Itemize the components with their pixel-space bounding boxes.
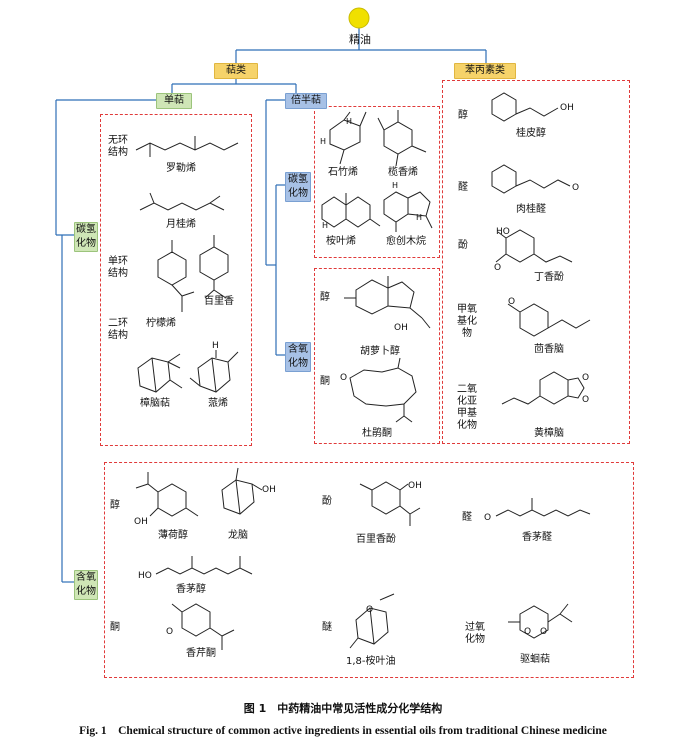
caryophyllene-h-atom-1: H [320,137,327,146]
carotol-label: 胡萝卜醇 [360,346,400,357]
mono-peroxide-label: 过氧化物 [465,622,485,645]
citronellol-structure [155,567,253,575]
citronellol-label: 香茅醇 [176,584,206,595]
anethole-o-atom: O [508,297,516,307]
root-label: 精油 [349,33,371,46]
safrole-o-atom-1: O [582,373,590,383]
pinene-label: 蒎烯 [208,398,228,409]
germacrone-label: 杜鹃酮 [362,428,392,439]
root-node-icon [348,7,370,29]
anethole-label: 茴香脑 [534,344,564,355]
guaiane-h-atom-2: H [416,213,423,222]
mono-hydrocarbons-tag: 碳氢化物 [74,222,98,252]
mono-hydrocarbon-box [100,114,252,446]
phenylpropanoid-box [442,80,630,444]
mono-aldehyde-label: 醛 [462,512,472,523]
sesquiterpenes-tag: 倍半萜 [285,93,327,109]
germacrone-structure [349,367,417,407]
selinene-h-atom: H [322,221,329,230]
eugenol-label: 丁香酚 [534,272,564,283]
ocimene-structure [135,142,239,151]
pinene-h-atom: H [212,341,219,351]
figure-caption-en: Fig. 1 Chemical structure of common acti… [79,725,607,737]
sesqui-ketone-label: 酮 [320,376,330,387]
eugenol-o-atom: O [494,263,502,273]
sesqui-oxygenated-tag: 含氧化物 [285,342,311,372]
figure-caption-cn: 图 1 中药精油中常见活性成分化学结构 [243,702,443,715]
cinnamyl-oh-atom: OH [560,103,574,113]
phenylpropanoids-tag: 苯丙素类 [454,63,516,79]
sesqui-alcohol-label: 醇 [320,292,330,303]
sesqui-oxygenated-box [314,268,440,444]
caryophyllene-h-atom-2: H [346,117,353,126]
ascaridole-structure [519,605,549,639]
himachalene-label: 石竹烯 [328,167,358,178]
phenyl-phenol-label: 酚 [458,240,468,251]
guaiane-h-atom-1: H [392,181,399,190]
eugenol-ho-atom: HO [496,227,510,237]
borneol-oh-atom: OH [262,485,276,495]
citronellal-o-atom: O [484,513,492,523]
mono-ketone-label: 酮 [110,622,120,633]
phenyl-alcohol-label: 醇 [458,110,468,121]
carotol-oh-atom: OH [394,323,408,333]
ocimene-label: 罗勒烯 [166,163,196,174]
connector-lines [55,28,487,583]
carvone-label: 香芹酮 [186,648,216,659]
mono-ether-label: 醚 [322,622,332,633]
cineole-label: 1,8-桉叶油 [346,656,396,667]
acyclic-label: 无环结构 [108,135,128,158]
mono-alcohol-label: 醇 [110,500,120,511]
monoterpenes-tag: 单萜 [156,93,192,109]
cymene-label: 百里香 [204,296,234,307]
selinene-label: 桉叶烯 [326,236,356,247]
borneol-label: 龙脑 [228,530,248,541]
guaiane-label: 愈创木烷 [386,236,426,247]
phenyl-methoxy-label: 甲氧基化物 [457,304,477,339]
safrole-o-atom-2: O [582,395,590,405]
germacrone-o-atom: O [340,373,348,383]
ascaridole-o-atom-1: O [524,627,532,637]
phenyl-aldehyde-label: 醛 [458,182,468,193]
citronellol-ho-atom: HO [138,571,152,581]
cinnamaldehyde-o-atom: O [572,183,580,193]
camphene-label: 樟脑萜 [140,398,170,409]
citronellal-label: 香茅醛 [522,532,552,543]
mono-phenol-label: 酚 [322,496,332,507]
limonene-label: 柠檬烯 [146,318,176,329]
safrole-label: 黄樟脑 [534,428,564,439]
thymol-oh-atom: OH [408,481,422,491]
elemene-label: 榄香烯 [388,167,418,178]
phenyl-dioxy-label: 二氧化亚甲基化物 [457,384,477,431]
sesqui-hydrocarbon-box [314,106,440,258]
citronellal-structure [495,509,591,517]
menthol-oh-atom: OH [134,517,148,527]
thymol-label: 百里香酚 [356,534,396,545]
monocyclic-label: 单环结构 [108,256,128,279]
ascaridole-o-atom-2: O [540,627,548,637]
menthol-label: 薄荷醇 [158,530,188,541]
ascaridole-label: 驱蛔萜 [520,654,550,665]
bicyclic-label: 二环结构 [108,318,128,341]
mono-oxygenated-box [104,462,634,678]
terpenes-tag: 萜类 [214,63,258,79]
sesqui-hydrocarbons-tag: 碳氢化物 [285,172,311,202]
cinnamyl-alcohol-label: 桂皮醇 [516,128,546,139]
cineole-o-atom: O [366,605,374,615]
cinnamaldehyde-label: 肉桂醛 [516,204,546,215]
mono-oxygenated-tag: 含氧化物 [74,570,98,600]
carvone-o-atom: O [166,627,174,637]
myrcene-label: 月桂烯 [166,219,196,230]
